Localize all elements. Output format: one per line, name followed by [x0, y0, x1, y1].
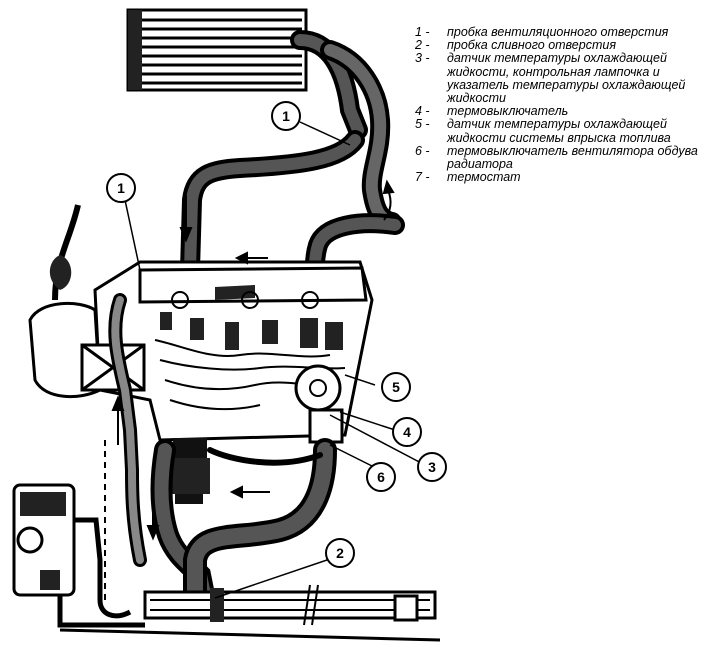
legend-item-3: 3 - датчик температуры охлаждающей жидко… — [415, 52, 720, 105]
legend-item-4: 4 - термовыключатель — [415, 105, 720, 118]
expansion-tank — [12, 440, 145, 628]
legend-num: 3 - — [415, 51, 430, 66]
legend-item-5: 5 - датчик температуры охлаждающей жидко… — [415, 117, 720, 145]
callout-1-top-label: 1 — [282, 108, 290, 124]
radiator — [59, 584, 441, 642]
legend-num: 5 - — [415, 117, 430, 132]
callout-6-label: 6 — [377, 469, 385, 485]
legend-text: термостат — [447, 170, 521, 185]
legend-item-7: 7 - термостат — [415, 171, 720, 184]
callout-1-left-label: 1 — [117, 180, 125, 196]
callout-4-label: 4 — [403, 424, 411, 440]
legend: 1 - пробка вентиляционного отверстия 2 -… — [415, 25, 720, 184]
flow-arrows — [111, 179, 395, 541]
legend-num: 7 - — [415, 170, 430, 185]
legend-num: 1 - — [415, 25, 430, 39]
radiator-hoses — [108, 293, 337, 611]
legend-num: 2 - — [415, 38, 430, 53]
callout-1-top: 1 — [271, 101, 301, 131]
callout-5: 5 — [381, 372, 411, 402]
legend-num: 4 - — [415, 104, 430, 119]
callout-2-label: 2 — [336, 545, 344, 561]
legend-text: датчик температуры охлаждающей жидкости … — [447, 117, 671, 145]
legend-text: пробка сливного отверстия — [447, 38, 617, 53]
callout-2: 2 — [325, 538, 355, 568]
legend-item-2: 2 - пробка сливного отверстия — [415, 39, 720, 52]
legend-text: термовыключатель вентилятора обдува ради… — [447, 143, 698, 172]
legend-num: 6 - — [415, 143, 430, 158]
callout-1-left: 1 — [106, 173, 136, 203]
legend-text: термовыключатель — [447, 104, 569, 119]
legend-text: пробка вентиляционного отверстия — [447, 25, 669, 39]
legend-item-6: 6 - термовыключатель вентилятора обдува … — [415, 143, 720, 172]
callout-4: 4 — [392, 417, 422, 447]
callout-3-label: 3 — [428, 459, 436, 475]
callout-5-label: 5 — [392, 379, 400, 395]
legend-text: датчик температуры охлаждающей жидкости,… — [447, 51, 686, 106]
callout-3: 3 — [417, 452, 447, 482]
legend-item-1: 1 - пробка вентиляционного отверстия — [415, 25, 720, 39]
heater-core — [126, 8, 308, 92]
callout-6: 6 — [366, 462, 396, 492]
